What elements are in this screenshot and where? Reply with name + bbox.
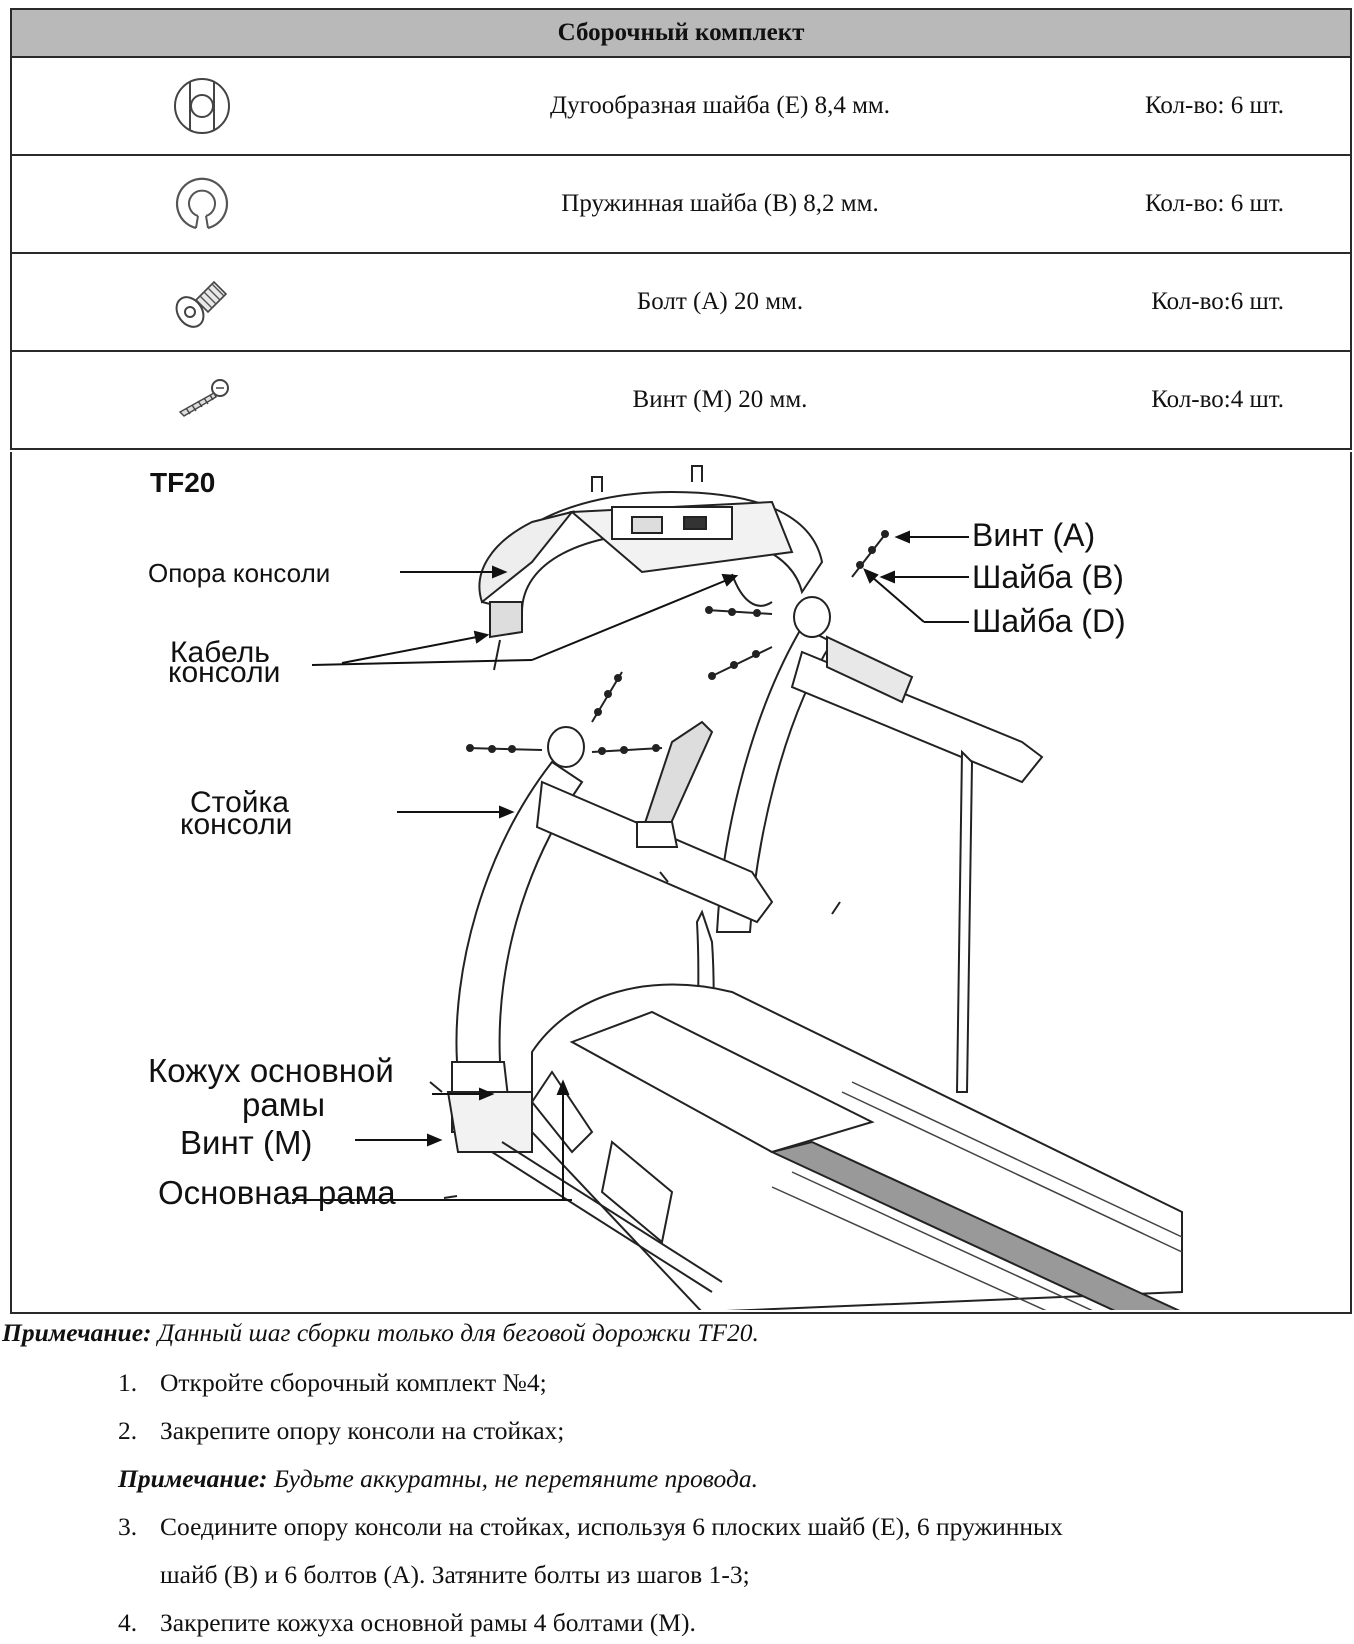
step-text: Соедините опору консоли на стойках, испо…	[160, 1512, 1063, 1541]
left-upright-drawing	[446, 726, 585, 1153]
bolt-icon	[175, 280, 228, 328]
step-number: 4.	[118, 1608, 138, 1637]
table-row: Дугообразная шайба (E) 8,4 мм. Кол-во: 6…	[10, 58, 1352, 156]
part-quantity: Кол-во: 6 шт.	[1144, 190, 1284, 217]
label-console-support: Опора консоли	[148, 558, 330, 588]
model-label: TF20	[150, 467, 215, 498]
label-console-cable-line2: консоли	[168, 656, 280, 689]
step-number: 2.	[118, 1416, 138, 1445]
label-base-frame: Основная рама	[158, 1174, 396, 1211]
step-text: Откройте сборочный комплект №4;	[160, 1368, 547, 1397]
label-screw-a: Винт (A)	[972, 517, 1095, 553]
hardware-parts-drawing	[429, 530, 889, 1199]
label-frame-cover-line2: рамы	[242, 1086, 325, 1123]
part-name: Дугообразная шайба (E) 8,4 мм.	[550, 92, 890, 119]
part-name: Болт (A) 20 мм.	[636, 288, 804, 315]
label-washer-b: Шайба (B)	[972, 559, 1124, 595]
step-number: 3.	[118, 1512, 138, 1541]
label-screw-m: Винт (M)	[180, 1124, 312, 1161]
step-text: Закрепите опору консоли на стойках;	[160, 1416, 565, 1445]
kit-table-title: Сборочный комплект	[10, 8, 1352, 58]
note-tf20-only: Примечание: Данный шаг сборки только для…	[2, 1318, 759, 1347]
assembly-kit-table: Сборочный комплект Дугообразная шайба (E…	[10, 8, 1352, 450]
part-name: Пружинная шайба (B) 8,2 мм.	[561, 190, 879, 217]
assembly-diagram: TF20	[10, 452, 1352, 1314]
flat-washer-icon	[174, 78, 230, 134]
label-console-cable-line1: Кабель	[170, 636, 270, 669]
part-quantity: Кол-во:4 шт.	[1151, 386, 1284, 413]
label-washer-d: Шайба (D)	[972, 603, 1126, 639]
console-support-drawing	[478, 465, 824, 671]
right-upright-drawing	[715, 596, 834, 933]
step-text: Закрепите кожуха основной рамы 4 болтами…	[160, 1608, 696, 1637]
step-number: 1.	[118, 1368, 138, 1397]
right-handrail-drawing	[790, 635, 1044, 1093]
step-text-continued: шайб (B) и 6 болтов (A). Затяните болты …	[160, 1560, 750, 1589]
part-name: Винт (M) 20 мм.	[632, 386, 808, 413]
spring-washer-icon	[175, 177, 229, 230]
leader-lines	[292, 530, 969, 1201]
part-quantity: Кол-во:6 шт.	[1151, 288, 1284, 315]
label-upright-line2: консоли	[180, 808, 292, 841]
screw-icon	[178, 379, 229, 417]
table-row: Болт (A) 20 мм. Кол-во:6 шт.	[10, 254, 1352, 352]
treadmill-deck-drawing	[491, 983, 1183, 1310]
table-row: Пружинная шайба (B) 8,2 мм. Кол-во: 6 шт…	[10, 156, 1352, 254]
note-wires: Примечание: Будьте аккуратны, не перетян…	[118, 1464, 758, 1493]
label-upright-line1: Стойка	[190, 786, 289, 819]
label-frame-cover-line1: Кожух основной	[148, 1052, 394, 1089]
part-quantity: Кол-во: 6 шт.	[1144, 92, 1284, 119]
table-row: Винт (M) 20 мм. Кол-во:4 шт.	[10, 352, 1352, 450]
